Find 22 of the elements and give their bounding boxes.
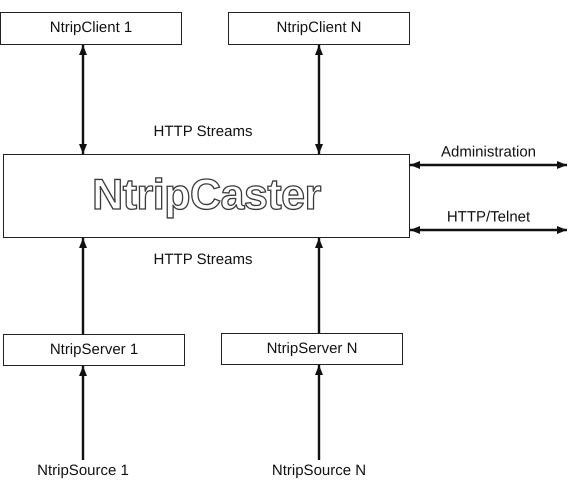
process-box [228,12,410,45]
node-label: NtripSource 1 [37,462,129,480]
flow-label: HTTP Streams [154,124,252,140]
arrow [315,365,323,460]
process-box [3,334,185,366]
process-box [0,12,182,45]
arrow [315,238,323,333]
arrow [79,238,87,334]
caster-box [3,154,410,238]
box-label: NtripClient N [276,20,362,37]
arrow [79,366,87,460]
box-label: NtripServer N [266,340,358,358]
double-arrow [410,226,567,234]
double-arrow [79,45,87,154]
box-label: NtripServer 1 [50,342,138,358]
box-label: NtripClient 1 [50,20,132,37]
double-arrow [410,161,567,169]
node-label: NtripSource N [272,462,366,480]
flow-label: HTTP Streams [154,252,252,268]
process-box [221,333,403,365]
outlined-title: NtripCaster [92,172,321,220]
double-arrow [315,45,323,154]
